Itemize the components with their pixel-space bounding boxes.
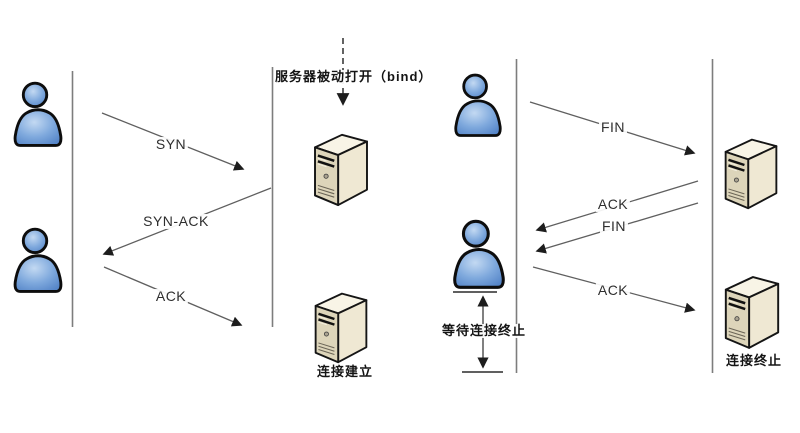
server-icon <box>724 275 780 350</box>
person-icon <box>454 73 502 137</box>
message-label-syn-ack: SYN-ACK <box>141 213 211 230</box>
message-label-ack-1: ACK <box>595 196 631 213</box>
message-label-ack-2: ACK <box>595 282 631 299</box>
person-icon <box>13 227 63 293</box>
connection-established-label: 连接建立 <box>315 364 375 380</box>
server-icon <box>724 138 778 210</box>
server-icon <box>313 133 369 207</box>
wait-termination-label: 等待连接终止 <box>440 323 528 339</box>
bind-annotation: 服务器被动打开（bind） <box>274 69 434 85</box>
message-label-fin-2: FIN <box>599 218 629 235</box>
connection-terminated-label: 连接终止 <box>724 353 784 369</box>
server-icon <box>314 292 368 364</box>
person-icon <box>13 81 63 147</box>
person-icon <box>453 219 505 289</box>
message-label-ack: ACK <box>153 288 189 305</box>
message-label-fin-1: FIN <box>598 119 628 136</box>
message-label-syn: SYN <box>153 136 189 153</box>
